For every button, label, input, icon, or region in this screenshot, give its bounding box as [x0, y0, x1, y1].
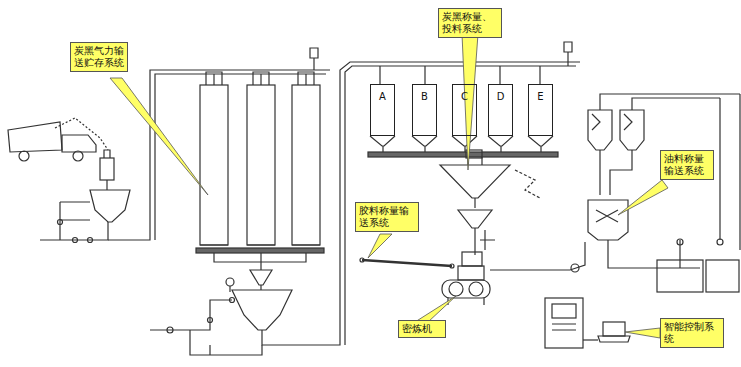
- callout-text: 油料称量输送系统: [664, 153, 710, 177]
- callout-box: 胶料称量输送系统: [355, 202, 419, 232]
- silo: [200, 85, 228, 245]
- conveying-pipe: [262, 62, 580, 345]
- callout-pointer: [625, 328, 660, 338]
- hopper-bin: D: [488, 84, 513, 136]
- mixer-body: [442, 280, 490, 298]
- callout-text: 密炼机: [402, 323, 442, 335]
- callout-pointer: [415, 296, 456, 322]
- bin-letter: E: [529, 91, 552, 102]
- callout-pointer: [618, 180, 668, 215]
- pressure-vessel: [232, 290, 292, 330]
- callout-box: 油料称量输送系统: [660, 150, 714, 180]
- callout-text: 胶料称量输送系统: [359, 205, 415, 229]
- bin-letter: B: [413, 91, 436, 102]
- control-cabinet: [545, 298, 583, 348]
- hopper-bin: B: [412, 84, 437, 136]
- truck-body: [8, 122, 62, 152]
- hopper-bin: A: [370, 84, 395, 136]
- send-tank: [90, 190, 130, 222]
- callout-text: 炭黑称量、投料系统: [442, 11, 498, 35]
- callout-pointer: [368, 234, 392, 258]
- bin-letter: C: [453, 91, 476, 102]
- hopper-bin: C: [452, 84, 477, 136]
- truck-cab: [62, 135, 96, 152]
- callout-box: 炭黑气力输送贮存系统: [70, 42, 128, 72]
- conveying-pipe: [108, 70, 330, 240]
- silo: [292, 85, 320, 245]
- oil-weigh-tank: [588, 200, 628, 240]
- callout-text: 智能控制系统: [664, 321, 720, 345]
- callout-box: 炭黑称量、投料系统: [438, 8, 502, 38]
- callout-pointer: [110, 78, 208, 195]
- callout-pointer: [462, 34, 478, 170]
- bin-letter: A: [371, 91, 394, 102]
- weigh-hopper: [440, 165, 510, 198]
- hopper-bin: E: [528, 84, 553, 136]
- callout-text: 炭黑气力输送贮存系统: [74, 45, 124, 69]
- silo: [247, 85, 275, 245]
- callout-box: 密炼机: [398, 320, 446, 338]
- callout-box: 智能控制系统: [660, 318, 724, 348]
- bin-letter: D: [489, 91, 512, 102]
